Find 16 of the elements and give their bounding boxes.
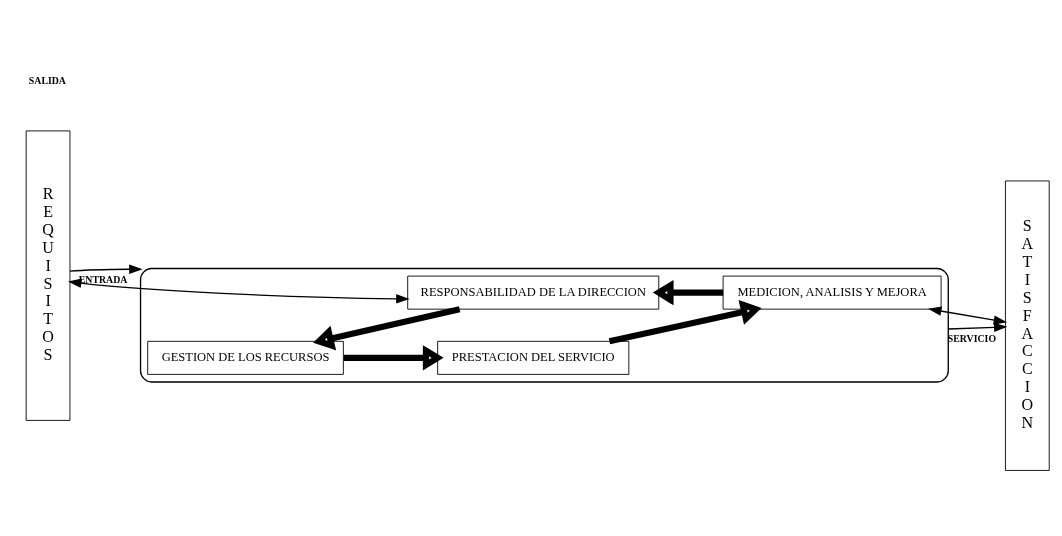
- arrow: [608, 299, 762, 344]
- arrow: [343, 344, 444, 371]
- cluster: [139, 267, 949, 383]
- arrow: [947, 322, 1008, 332]
- node-box: RESPONSABILIDAD DE LA DIRECCION: [407, 275, 660, 310]
- arrow: [928, 306, 1008, 325]
- arrow: [652, 279, 724, 305]
- node-box: PRESTACION DEL SERVICIO: [437, 340, 630, 375]
- label: SALIDA: [28, 74, 66, 86]
- arrow: [69, 264, 143, 274]
- edge-label: ENTRADA: [78, 273, 128, 285]
- node-box: GESTION DE LOS RECURSOS: [147, 340, 344, 375]
- node-box: R E Q U I S I T O S: [25, 129, 71, 421]
- node-box: S A T I S F A C C I O N: [1005, 180, 1050, 471]
- arrow: [313, 305, 461, 350]
- node-box: MEDICION, ANALISIS Y MEJORA: [722, 275, 942, 310]
